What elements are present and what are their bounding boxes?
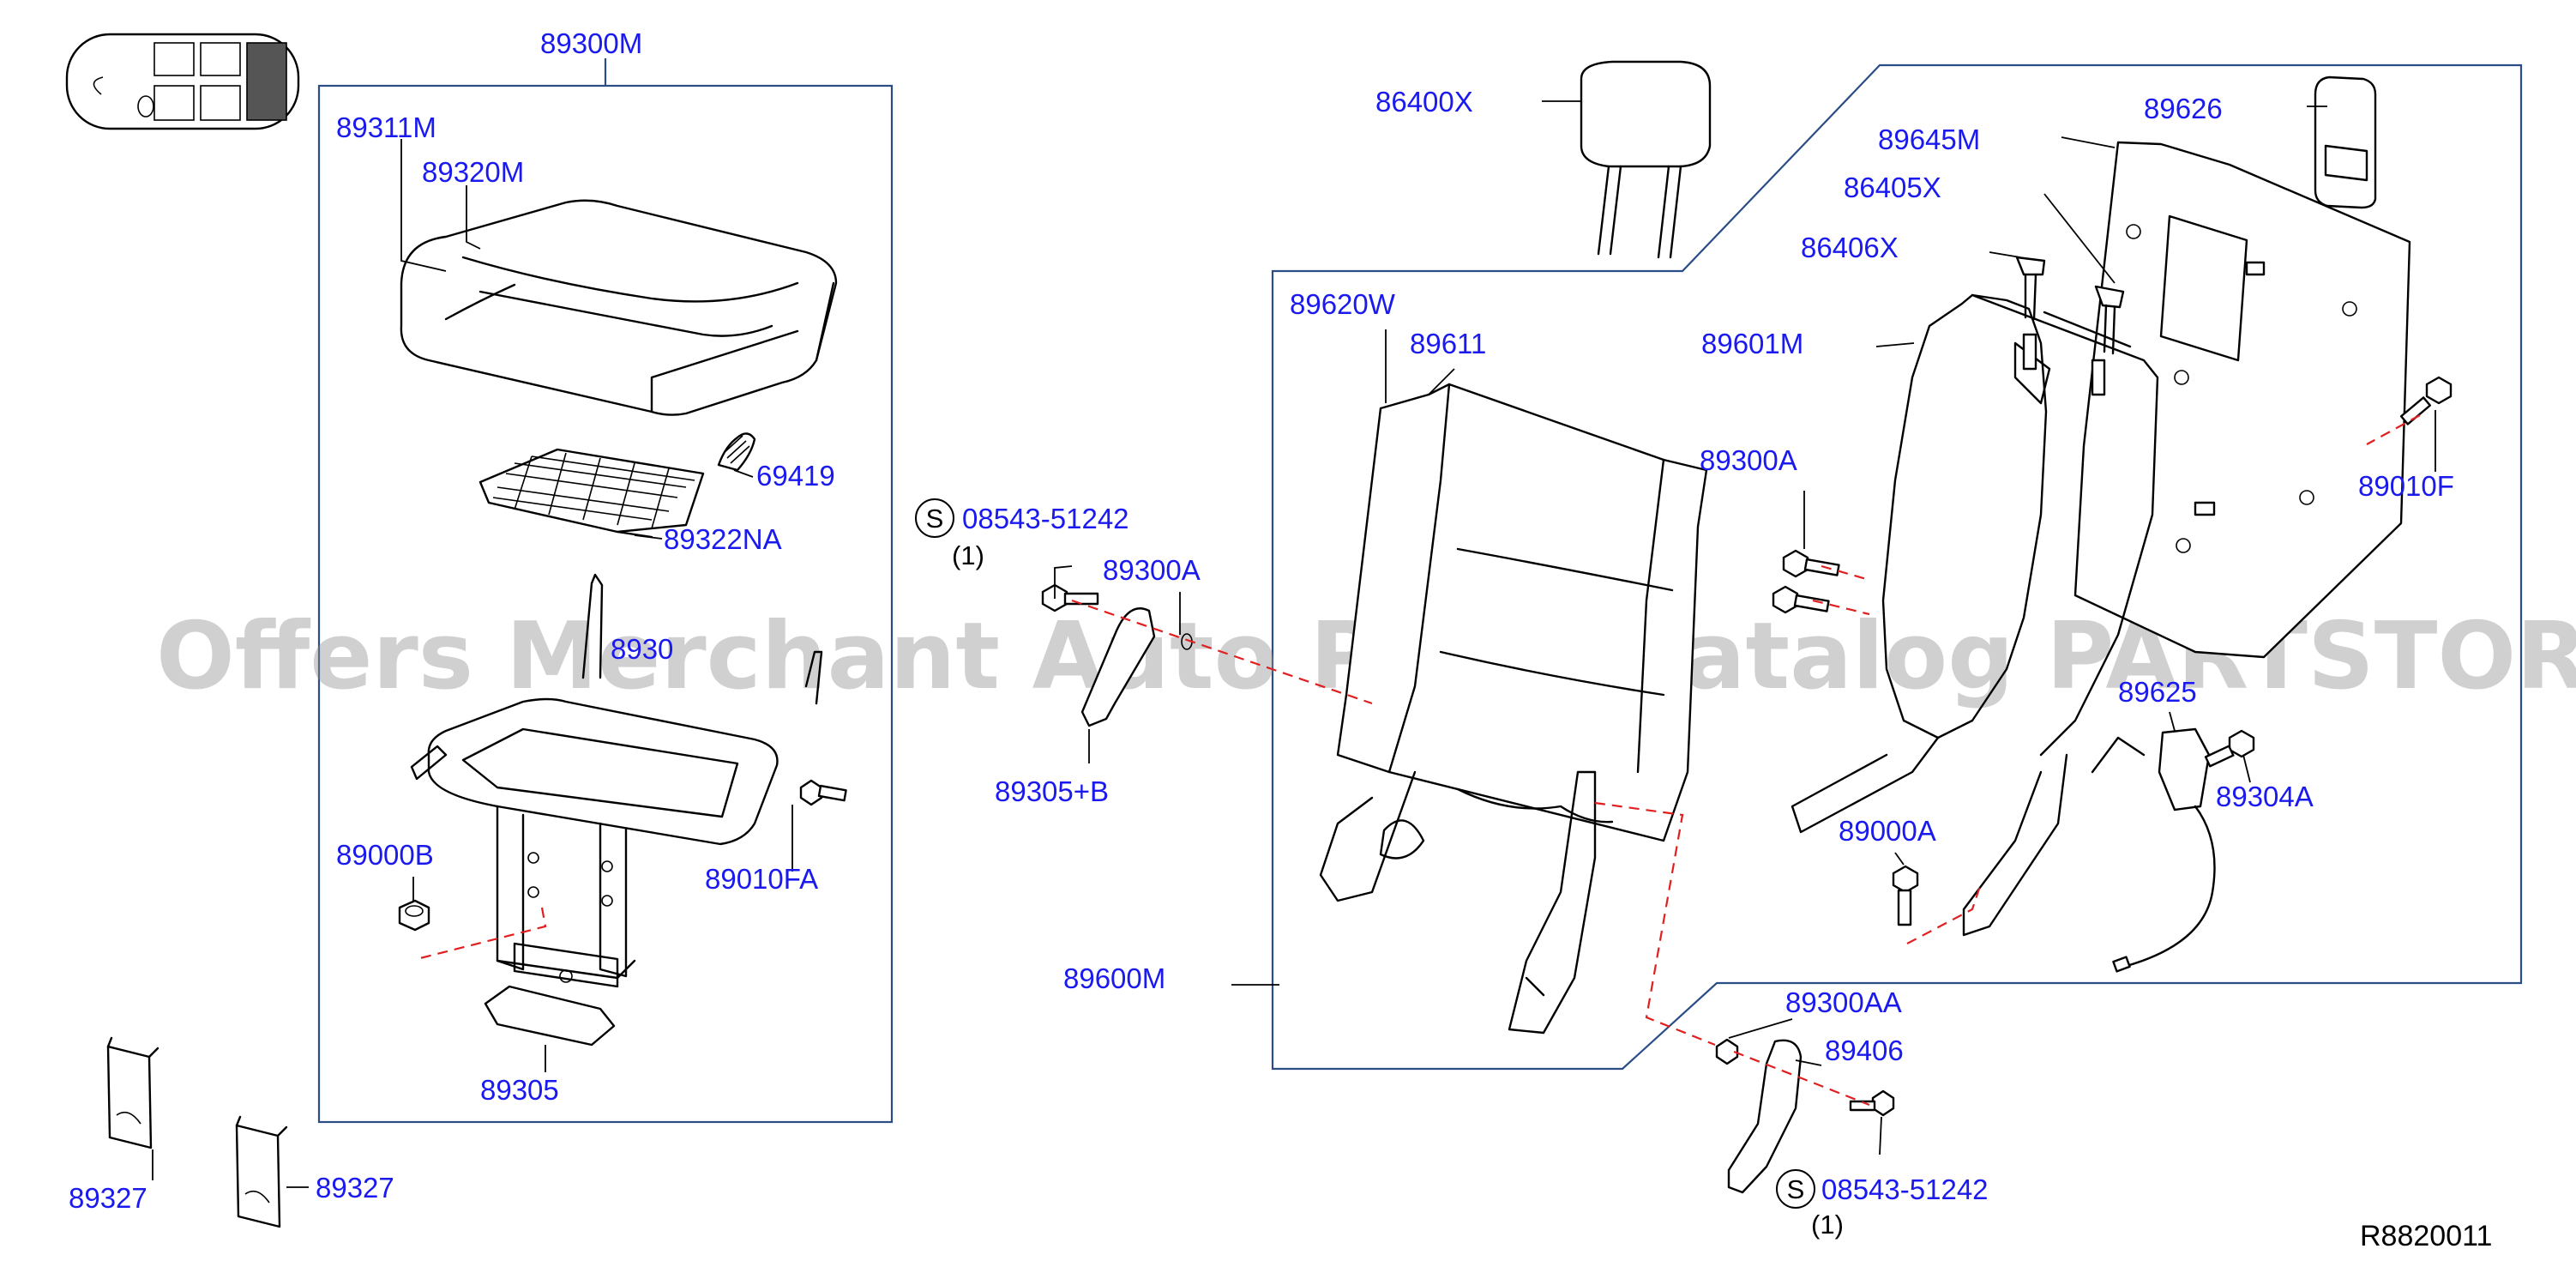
label-frame-bolt[interactable]: 89000A [1839,815,1936,847]
seat-back-frame [1271,63,2523,1071]
label-headrest[interactable]: 86400X [1375,86,1473,118]
headrest-part [1580,60,1712,259]
label-cushion-trim[interactable]: 89320M [422,156,524,188]
svg-text:S: S [926,504,944,534]
label-back-bolt[interactable]: 89300A [1700,444,1797,476]
label-cushion-bottom[interactable]: 89305 [480,1074,559,1106]
label-bolt-fa[interactable]: 89010FA [705,863,818,895]
label-screw-right-qty: (1) [1811,1210,1844,1240]
cushion-wire-grid [478,448,705,539]
buckle-part [2112,727,2216,973]
label-screw-left[interactable]: 08543-51242 [962,503,1129,534]
screw-right-part [1849,1089,1895,1117]
bolt-89010fa-part [799,779,847,806]
label-back-pad-clip[interactable]: 89620W [1290,288,1396,320]
label-screw-right[interactable]: 08543-51242 [1821,1173,1989,1205]
seat-cushion-frame-part [410,573,823,988]
back-bolt-89010f-part [2399,376,2453,425]
lower-bolt-89300aa-part [1715,1038,1739,1065]
label-lower-bolt[interactable]: 89300AA [1785,986,1902,1018]
lower-cover-part [1727,1039,1803,1194]
svg-text:S: S [1787,1174,1805,1204]
label-headrest-holder-b[interactable]: 86406X [1801,232,1899,263]
label-back-trim[interactable]: 89611 [1410,328,1486,359]
label-buckle-bolt[interactable]: 89304A [2216,781,2314,812]
seat-back-frame-part [1791,293,2159,937]
hinge-cover-part [1080,607,1156,727]
label-bracket-left[interactable]: 89327 [69,1182,147,1214]
headrest-holder-b-part [2015,256,2046,321]
reference-code: R8820011 [2360,1220,2492,1252]
s-badge-left: S [915,498,954,538]
cushion-bottom-part [484,985,616,1047]
headrest-holder-a-part [2094,285,2125,355]
bracket-left-part [106,1036,159,1149]
label-bolt-b[interactable]: 89000B [336,839,434,871]
label-buckle[interactable]: 89625 [2118,676,2197,708]
label-seat-cushion-assy[interactable]: 89300M [540,27,642,59]
label-back-frame[interactable]: 89601M [1701,328,1803,359]
seat-back-pad [1319,383,1708,1035]
buckle-bolt-part [2204,729,2255,768]
label-lower-cover[interactable]: 89406 [1825,1035,1904,1066]
bracket-right-part [235,1115,288,1228]
spring-clip-part [717,432,756,472]
label-bracket-right[interactable]: 89327 [316,1172,394,1204]
s-badge-right: S [1776,1169,1815,1209]
label-spring-clip[interactable]: 69419 [756,460,835,492]
label-back-bolt-f[interactable]: 89010F [2358,470,2454,502]
back-board-part [2073,141,2411,659]
frame-bolt-89000a-part [1892,865,1919,926]
label-seat-back-assy[interactable]: 89600M [1063,962,1165,994]
label-headrest-holder-a[interactable]: 86405X [1844,172,1941,203]
label-back-board[interactable]: 89645M [1878,124,1980,155]
back-board-cover-part [2314,75,2377,209]
label-back-board-cover[interactable]: 89626 [2144,93,2223,124]
back-bolt-89300a-part [1772,549,1840,614]
alignment-lines [416,414,2421,1107]
seat-layout-thumbnail [65,33,300,130]
label-hinge-cover[interactable]: 89305+B [995,775,1109,807]
label-cushion-frame-hidden[interactable]: 8930 [611,633,673,665]
label-hinge-cover-bolt[interactable]: 89300A [1103,554,1201,586]
seat-cushion-pad [400,199,838,416]
bolt-89000b-part [398,899,430,932]
label-screw-left-qty: (1) [952,540,984,570]
label-cushion-wire[interactable]: 89322NA [664,523,782,555]
label-trim-clip[interactable]: 89311M [336,112,436,143]
leader-lines [152,100,2436,1188]
